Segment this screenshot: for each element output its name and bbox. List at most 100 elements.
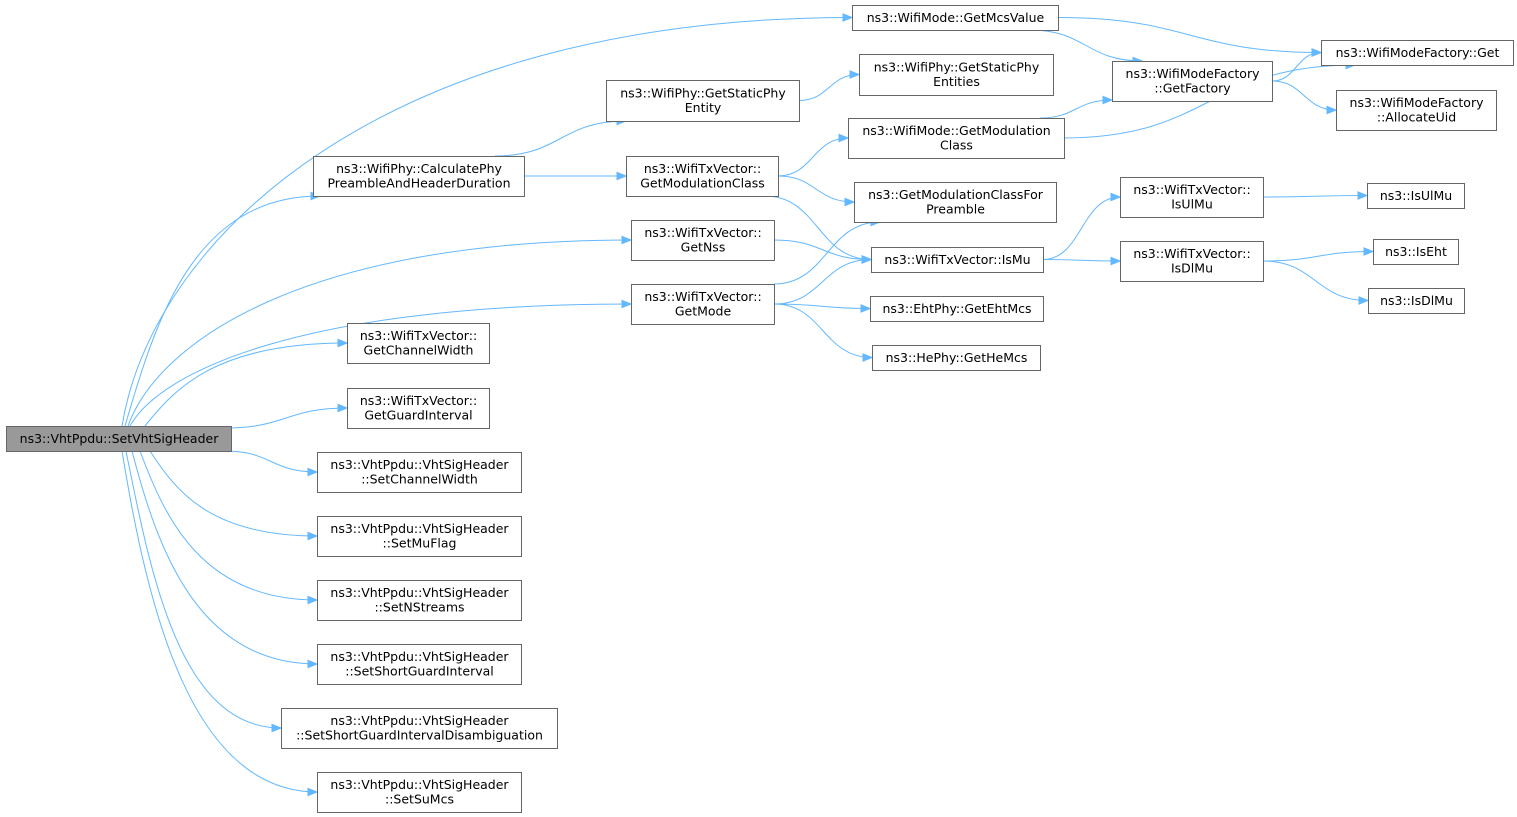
node-label: ns3::WifiModeFactory::Get [1336,45,1500,60]
node-get-modulation-class-tx[interactable]: ns3::WifiTxVector::GetModulationClass [626,156,779,197]
node-root[interactable]: ns3::VhtPpdu::SetVhtSigHeader [6,426,232,452]
node-label: ns3::HePhy::GetHeMcs [886,350,1028,365]
node-is-ul-mu-tx[interactable]: ns3::WifiTxVector::IsUlMu [1120,177,1264,218]
node-get-factory[interactable]: ns3::WifiModeFactory::GetFactory [1112,61,1273,102]
edge-get-factory-to-factory-get [1271,52,1322,82]
node-label: ns3::VhtPpdu::SetVhtSigHeader [20,431,220,446]
node-label: Entity [685,100,722,115]
node-box [1321,40,1514,66]
edge-arrowhead [307,787,319,797]
node-box [631,284,775,325]
node-label: Class [940,138,973,153]
node-set-mu-flag[interactable]: ns3::VhtPpdu::VhtSigHeader::SetMuFlag [317,516,522,557]
node-label: PreambleAndHeaderDuration [327,176,510,191]
node-box [1367,183,1465,209]
node-factory-get[interactable]: ns3::WifiModeFactory::Get [1321,40,1514,66]
node-label: ns3::WifiPhy::GetStaticPhy [874,60,1040,75]
node-get-guard-interval[interactable]: ns3::WifiTxVector::GetGuardInterval [347,388,490,429]
node-label: ns3::WifiTxVector:: [644,225,761,240]
edge-root-to-set-sgi-disambig [125,450,282,729]
node-label: ns3::WifiModeFactory [1126,66,1261,81]
node-box [1112,61,1273,102]
node-box [606,80,800,122]
node-label: ns3::WifiModeFactory [1350,95,1485,110]
node-set-su-mcs[interactable]: ns3::VhtPpdu::VhtSigHeader::SetSuMcs [317,772,522,813]
node-label: ns3::IsUlMu [1380,188,1452,203]
node-get-mcs-value[interactable]: ns3::WifiMode::GetMcsValue [852,5,1059,31]
nodes-layer: ns3::VhtPpdu::SetVhtSigHeader ns3::WifiPh… [6,5,1514,813]
edge-arrowhead [1110,256,1122,266]
edge-get-mode-to-get-he-mcs [773,303,873,358]
node-label: GetMode [675,304,732,319]
node-box [848,118,1065,159]
node-label: ::SetShortGuardIntervalDisambiguation [296,728,543,743]
edge-arrowhead [307,659,319,669]
node-box [626,156,779,197]
edge-get-mcs-value-to-factory-get [1057,17,1322,53]
node-get-nss[interactable]: ns3::WifiTxVector::GetNss [631,220,775,261]
node-box [852,5,1059,31]
node-get-he-mcs[interactable]: ns3::HePhy::GetHeMcs [872,345,1041,371]
edge-arrowhead [861,255,873,264]
node-get-mode[interactable]: ns3::WifiTxVector::GetMode [631,284,775,325]
edge-arrowhead [1102,95,1114,105]
node-label: Entities [933,74,980,89]
edge-arrowhead [616,171,628,181]
node-box [1373,239,1459,265]
node-label: ns3::IsEht [1385,244,1447,259]
node-label: ::GetFactory [1154,81,1231,96]
node-set-nstreams[interactable]: ns3::VhtPpdu::VhtSigHeader::SetNStreams [317,580,522,621]
node-get-eht-mcs[interactable]: ns3::EhtPhy::GetEhtMcs [870,296,1044,322]
node-label: IsDlMu [1171,261,1213,276]
node-get-modulation-class-mode[interactable]: ns3::WifiMode::GetModulationClass [848,118,1065,159]
edge-arrowhead [838,133,850,143]
node-set-short-guard-interval[interactable]: ns3::VhtPpdu::VhtSigHeader::SetShortGuar… [317,644,522,685]
edge-get-factory-to-allocate-uid [1271,80,1337,111]
node-label: IsUlMu [1171,197,1213,212]
node-is-mu[interactable]: ns3::WifiTxVector::IsMu [871,247,1044,273]
edge-is-mu-to-is-ul-mu-tx [1042,196,1121,260]
node-label: ::SetChannelWidth [361,472,478,487]
edge-root-to-set-channel-width [224,450,318,473]
edge-root-to-get-mode [129,303,632,427]
node-is-dl-mu[interactable]: ns3::IsDlMu [1368,288,1465,314]
node-label: GetGuardInterval [364,408,472,423]
node-label: ns3::WifiTxVector:: [1133,246,1250,261]
edge-is-mu-to-is-dl-mu-tx [1042,259,1121,262]
edge-arrowhead [337,403,349,413]
node-label: ns3::WifiPhy::CalculatePhy [336,161,502,176]
node-allocate-uid[interactable]: ns3::WifiModeFactory::AllocateUid [1336,90,1497,131]
node-label: ns3::WifiTxVector:: [360,328,477,343]
edge-is-dl-mu-tx-to-is-eht [1262,251,1374,262]
node-is-eht[interactable]: ns3::IsEht [1373,239,1459,265]
node-is-dl-mu-tx[interactable]: ns3::WifiTxVector::IsDlMu [1120,241,1264,282]
node-box [631,220,775,261]
edge-root-to-set-mu-flag [149,450,318,537]
node-label: ns3::WifiMode::GetModulation [862,123,1050,138]
node-label: ns3::VhtPpdu::VhtSigHeader [330,713,509,728]
node-label: ns3::VhtPpdu::VhtSigHeader [330,777,509,792]
edge-arrowhead [1363,247,1375,256]
node-is-ul-mu[interactable]: ns3::IsUlMu [1367,183,1465,209]
node-calc-phy[interactable]: ns3::WifiPhy::CalculatePhyPreambleAndHea… [313,156,525,197]
edge-root-to-get-nss [127,239,632,427]
node-box [317,516,522,557]
edge-is-ul-mu-tx-to-is-ul-mu [1262,195,1368,198]
node-box [871,247,1044,273]
node-set-channel-width[interactable]: ns3::VhtPpdu::VhtSigHeader::SetChannelWi… [317,452,522,493]
edge-arrowhead [849,70,861,79]
edge-arrowhead [1358,296,1370,305]
node-get-channel-width[interactable]: ns3::WifiTxVector::GetChannelWidth [347,323,490,364]
edge-arrowhead [1326,105,1338,115]
node-box [870,296,1044,322]
edge-arrowhead [337,338,349,348]
edge-arrowhead [1110,192,1122,202]
node-set-sgi-disambig[interactable]: ns3::VhtPpdu::VhtSigHeader::SetShortGuar… [281,708,558,749]
edge-root-to-set-su-mcs [121,450,318,793]
node-label: ns3::WifiPhy::GetStaticPhy [620,86,786,101]
node-box [854,182,1057,223]
